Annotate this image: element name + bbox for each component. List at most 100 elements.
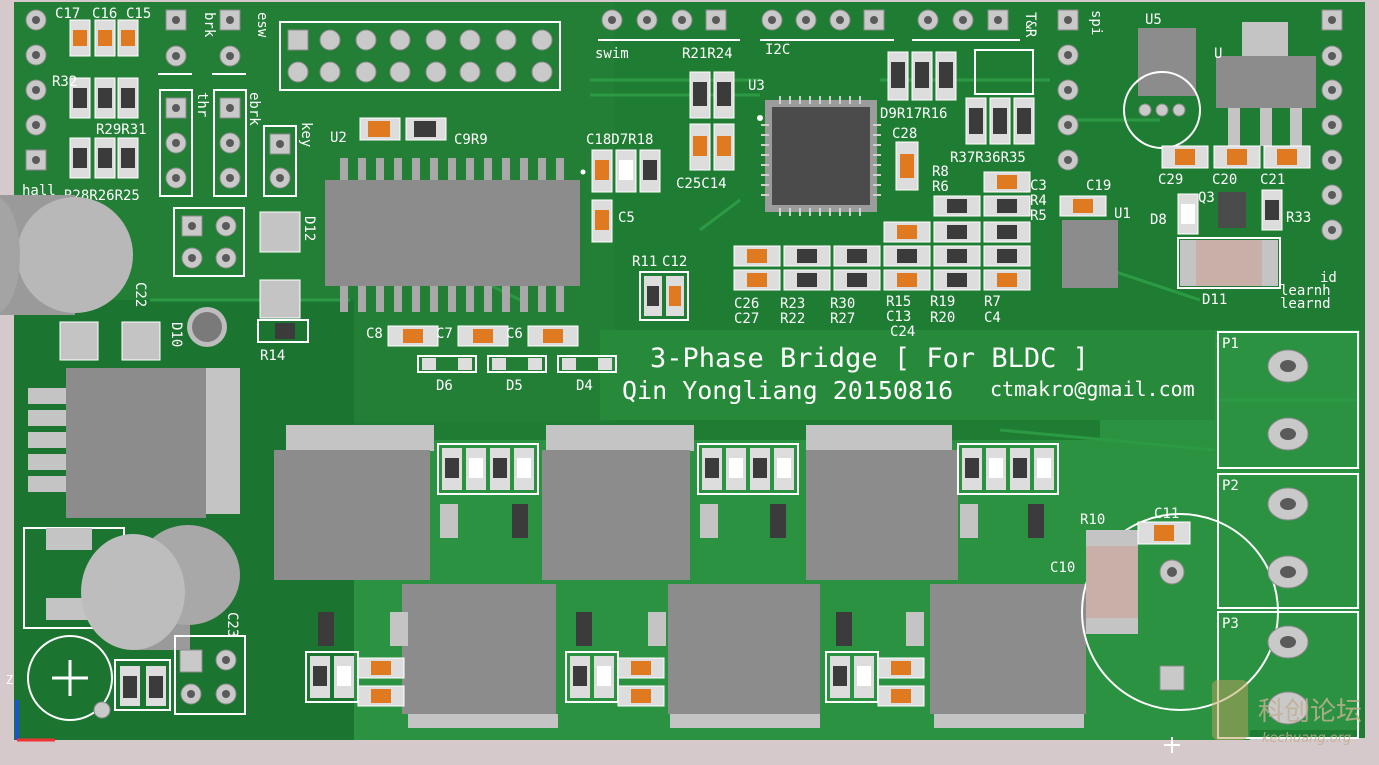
label-r37r36r35: R37R36R35 — [950, 150, 1026, 166]
mosfet-low-side-3 — [930, 584, 1086, 728]
cap-c28-body — [900, 154, 914, 178]
svg-text:Z: Z — [6, 673, 13, 687]
electrolytic-cap-c22 — [0, 195, 133, 315]
watermark-brand: 科创论坛 — [1258, 697, 1362, 727]
label-r6: R6 — [932, 179, 949, 195]
thr-ebrk-connectors — [159, 89, 247, 197]
gate-driver-ic — [325, 158, 586, 312]
label-u3: U3 — [748, 78, 765, 94]
label-esw: esw — [254, 12, 270, 38]
mosfet-low-side-1 — [402, 584, 558, 728]
label-c25c14: C25C14 — [676, 176, 727, 192]
label-c3: C3 — [1030, 178, 1047, 194]
bootstrap-caps-diodes — [387, 325, 617, 373]
label-spi: spi — [1088, 10, 1104, 35]
terminal-p2 — [1217, 473, 1359, 609]
watermark-url: kechuang.org — [1262, 731, 1351, 746]
brk-esw-pins — [158, 9, 246, 75]
terminal-p1 — [1217, 331, 1359, 469]
c29-c20-c21 — [1161, 145, 1311, 169]
axis-gizmo: Z — [6, 673, 55, 742]
label-thr: thr — [194, 92, 210, 117]
label-c23: C23 — [224, 612, 240, 637]
label-c5: C5 — [618, 210, 635, 226]
label-d6: D6 — [436, 378, 453, 394]
label-c4: C4 — [984, 310, 1001, 326]
label-d12: D12 — [301, 216, 317, 241]
label-q3: Q3 — [1198, 190, 1215, 206]
connector-2x2 — [173, 207, 245, 277]
mounting-hole-center — [192, 312, 222, 342]
label-r21r24: R21R24 — [682, 46, 733, 62]
mosfet-gate-pads — [318, 504, 1044, 646]
label-r30: R30 — [830, 296, 855, 312]
dual-resistor-bottom-left — [114, 659, 171, 711]
board-email: ctmakro@gmail.com — [990, 377, 1195, 401]
label-c24: C24 — [890, 324, 915, 340]
label-swim: swim — [595, 46, 629, 62]
label-c17: C17 — [55, 6, 80, 22]
label-learnh: learnh — [1280, 283, 1331, 299]
header-2x8 — [279, 21, 561, 91]
label-c19: C19 — [1086, 178, 1111, 194]
label-r5: R5 — [1030, 208, 1047, 224]
label-c18d7r18: C18D7R18 — [586, 132, 653, 148]
d9-r17-r16 — [887, 49, 1034, 101]
label-c13: C13 — [886, 309, 911, 325]
label-r29r31: R29R31 — [96, 122, 147, 138]
board-title: 3-Phase Bridge [ For BLDC ] — [650, 343, 1089, 374]
i2c-header — [760, 9, 894, 41]
label-d9r17r16: D9R17R16 — [880, 106, 947, 122]
mcu-u3-qfp — [757, 96, 881, 216]
d8-q3-r33 — [1177, 189, 1283, 289]
label-c7: C7 — [436, 326, 453, 342]
opamp-u1 — [1062, 220, 1118, 288]
gate-resistors-low — [305, 651, 925, 707]
label-u1: U1 — [1114, 206, 1131, 222]
label-c8: C8 — [366, 326, 383, 342]
mosfet-high-side-1 — [274, 425, 434, 580]
label-c29: C29 — [1158, 172, 1183, 188]
label-c6: C6 — [506, 326, 523, 342]
label-c21: C21 — [1260, 172, 1285, 188]
u5-regulator — [1123, 28, 1201, 149]
mosfet-low-side-2 — [668, 584, 820, 728]
label-r32: R32 — [52, 74, 77, 90]
label-r19: R19 — [930, 294, 955, 310]
label-c27: C27 — [734, 311, 759, 327]
diode-d12 — [257, 211, 309, 343]
label-c22: C22 — [132, 282, 148, 307]
tr-header — [912, 9, 1020, 41]
label-r20: R20 — [930, 310, 955, 326]
right-edge-header — [1321, 9, 1343, 241]
electrolytic-cap-c23 — [81, 525, 240, 650]
regulator-dpak — [28, 321, 240, 518]
mosfet-high-side-2 — [542, 425, 694, 580]
label-r15: R15 — [886, 294, 911, 310]
label-c26: C26 — [734, 296, 759, 312]
label-p1: P1 — [1222, 336, 1239, 352]
label-r14: R14 — [260, 348, 285, 364]
key-connector — [263, 125, 297, 197]
analog-resistor-grid — [733, 171, 1107, 291]
r37-r36-r35 — [965, 97, 1035, 145]
label-r11: R11 — [632, 254, 657, 270]
label-c10: C10 — [1050, 560, 1075, 576]
label-r33: R33 — [1286, 210, 1311, 226]
label-c9r9: C9R9 — [454, 132, 488, 148]
label-d10: D10 — [168, 322, 184, 347]
mosfet-high-side-3 — [806, 425, 958, 580]
board-author-date: Qin Yongliang 20150816 — [622, 376, 953, 405]
label-r4: R4 — [1030, 193, 1047, 209]
label-r7: R7 — [984, 294, 1001, 310]
label-d4: D4 — [576, 378, 593, 394]
label-learnd: learnd — [1280, 296, 1331, 312]
label-id: id — [1320, 270, 1337, 286]
watermark-logo-icon — [1212, 680, 1248, 740]
label-d11: D11 — [1202, 292, 1227, 308]
inductor-bottom-left — [23, 527, 125, 629]
label-brk: brk — [201, 12, 217, 38]
origin-crosshair — [1164, 737, 1180, 753]
